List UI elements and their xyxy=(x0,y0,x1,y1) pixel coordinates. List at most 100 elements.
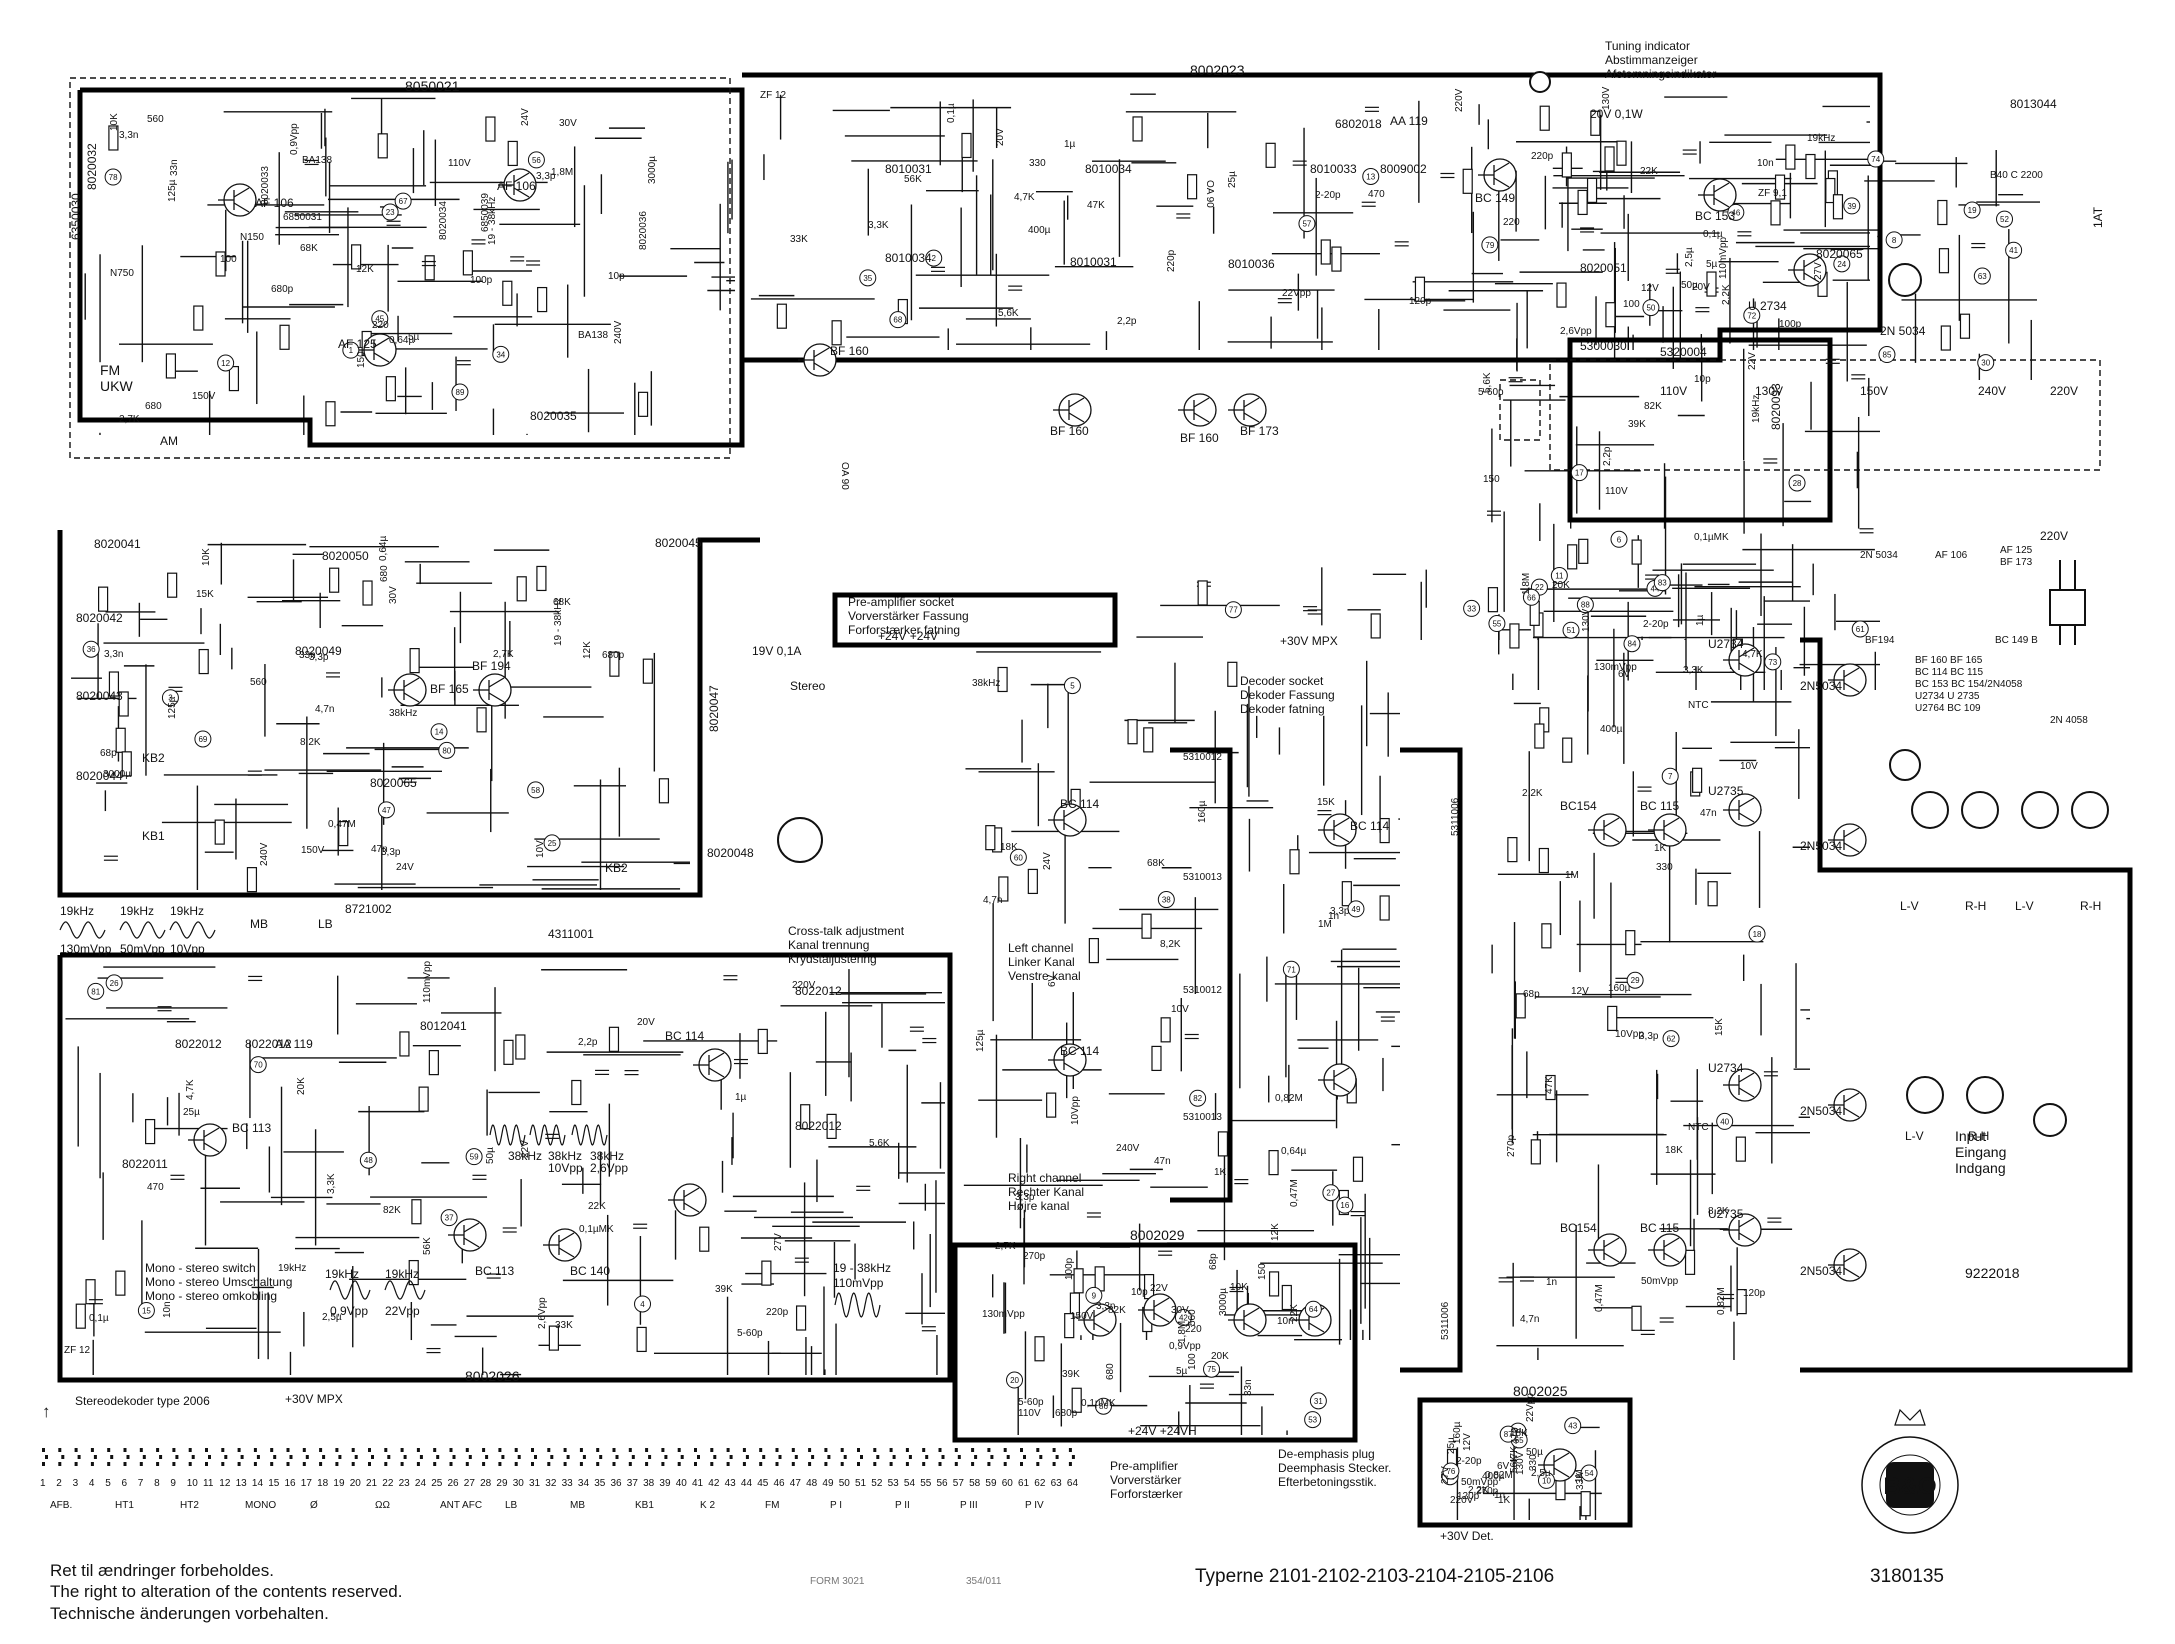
test-point-number: 3 xyxy=(168,694,173,703)
switch-contact xyxy=(514,1462,518,1466)
transistor-bf160-b: BF 160 xyxy=(1050,424,1089,438)
switch-number: 45 xyxy=(757,1478,769,1489)
tuning-meter xyxy=(1529,71,1551,93)
type-numbers: Typerne 2101-2102-2103-2104-2105-2106 xyxy=(1195,1566,1555,1587)
capacitor xyxy=(1720,1293,1735,1300)
preamp2-en: Pre-amplifier xyxy=(1110,1459,1179,1473)
module-8010031-b: 8010031 xyxy=(1070,255,1117,269)
switch-number: 54 xyxy=(903,1478,916,1489)
switch-group-label: P IV xyxy=(1025,1500,1044,1511)
component-value: 2,7K xyxy=(119,414,140,425)
component-value: 39K xyxy=(1062,1369,1080,1380)
test-point-number: 78 xyxy=(109,173,118,182)
transistor-2n5034-a: 2N5034 xyxy=(1800,679,1843,693)
component-value: 25µ xyxy=(1227,171,1238,188)
component-value: 3,3K xyxy=(868,220,889,231)
transistor-bc154-a: BC154 xyxy=(1560,799,1597,813)
component-value: 47K xyxy=(1087,200,1105,211)
test-point-number: 85 xyxy=(1883,351,1892,360)
capacitor xyxy=(1307,609,1322,615)
transistor-bc140: BC 140 xyxy=(570,1264,611,1278)
frame-if-section xyxy=(742,72,1883,363)
test-point-number: 45 xyxy=(375,315,384,324)
frame-decoder xyxy=(57,952,953,1383)
component-value: 2-20p xyxy=(1456,1456,1482,1467)
switch-contact xyxy=(305,1455,309,1459)
component-value: 22K xyxy=(1289,1304,1300,1322)
switch-contact xyxy=(892,1455,896,1459)
test-point xyxy=(1580,1464,1598,1482)
component-value: 33K xyxy=(555,1320,573,1331)
capacitor xyxy=(1825,358,1840,364)
module-9222018: 9222018 xyxy=(1965,1265,2020,1281)
test-point-number: 13 xyxy=(1366,172,1375,181)
switch-contact xyxy=(1052,1448,1056,1452)
switch-contact xyxy=(860,1455,863,1459)
test-point xyxy=(1564,1417,1582,1435)
resistor xyxy=(1825,177,1836,204)
resistor xyxy=(246,867,258,893)
capacitor xyxy=(1486,510,1501,516)
module-5310013-b: 5310013 xyxy=(1183,1112,1222,1123)
test-point xyxy=(1996,210,2014,228)
capacitor xyxy=(921,1326,936,1332)
switch-contact xyxy=(61,1455,65,1459)
stereo-lamp-label: Stereo xyxy=(790,679,826,693)
component-value: 2,6Vpp xyxy=(1560,326,1592,337)
capacitor xyxy=(1229,1286,1244,1293)
switch-contact xyxy=(387,1455,391,1459)
resistor xyxy=(1268,1271,1280,1297)
amp-110mvpp: 110mVpp xyxy=(833,1276,884,1290)
resistor xyxy=(428,1050,439,1076)
test-point-number: 1 xyxy=(349,346,354,355)
resistor xyxy=(1088,937,1099,964)
switch-number: 12 xyxy=(219,1478,231,1489)
left-channel-label: Left channel Linker Kanal Venstre kanal xyxy=(1008,941,1081,983)
module-8022012-b: 8022012 xyxy=(795,984,842,998)
mono-en: Mono - stereo switch xyxy=(145,1261,256,1275)
switch-contact xyxy=(58,1462,62,1466)
switch-contact xyxy=(237,1448,241,1452)
component-value: 8,2K xyxy=(1708,1206,1729,1217)
capacitor xyxy=(1640,1329,1655,1335)
component-value: 110mVpp xyxy=(422,960,433,1003)
speaker-lv-2: L-V xyxy=(2015,899,2034,913)
switch-contact xyxy=(775,1462,779,1466)
component-value: 160µ xyxy=(1452,1421,1463,1444)
resistor xyxy=(1515,993,1526,1019)
ukw-label: UKW xyxy=(100,378,133,395)
switch-contact xyxy=(677,1462,681,1466)
test-point xyxy=(1322,1184,1340,1202)
switch-contact xyxy=(579,1462,583,1466)
capacitor xyxy=(1277,298,1292,304)
switch-contact xyxy=(908,1455,912,1459)
module-5311006-b: 5311006 xyxy=(1440,1301,1451,1340)
switch-contact xyxy=(433,1448,437,1452)
switch-group-label: AFB. xyxy=(50,1500,73,1511)
capacitor xyxy=(1361,201,1376,207)
test-point xyxy=(1626,971,1644,989)
switch-contact xyxy=(811,1455,815,1459)
switch-number: 15 xyxy=(268,1478,280,1489)
component-value: 6V xyxy=(1497,1461,1510,1472)
resistor xyxy=(1561,152,1572,178)
tuning-dk: Afstemningsindikator xyxy=(1605,66,1717,81)
component-value: 100 xyxy=(1623,299,1640,310)
capacitor xyxy=(1580,227,1595,233)
pinout-u2764: U2764 BC 109 xyxy=(1915,703,1981,714)
resistor xyxy=(1127,719,1138,745)
resistor xyxy=(108,125,119,151)
resistor xyxy=(1132,116,1143,142)
test-point xyxy=(137,1301,155,1319)
component-value: 240V xyxy=(259,842,270,866)
transistor-bc114-b: BC 114 xyxy=(1060,797,1100,811)
switch-contact xyxy=(1036,1448,1040,1452)
switch-contact xyxy=(1068,1448,1072,1452)
switch-number: 5 xyxy=(105,1478,111,1489)
capacitor xyxy=(922,1037,937,1044)
switch-contact xyxy=(191,1455,195,1459)
test-point-number: 67 xyxy=(399,197,408,206)
component-value: 2,2p xyxy=(1602,446,1613,466)
component-value: 22Vpp xyxy=(1282,288,1311,299)
